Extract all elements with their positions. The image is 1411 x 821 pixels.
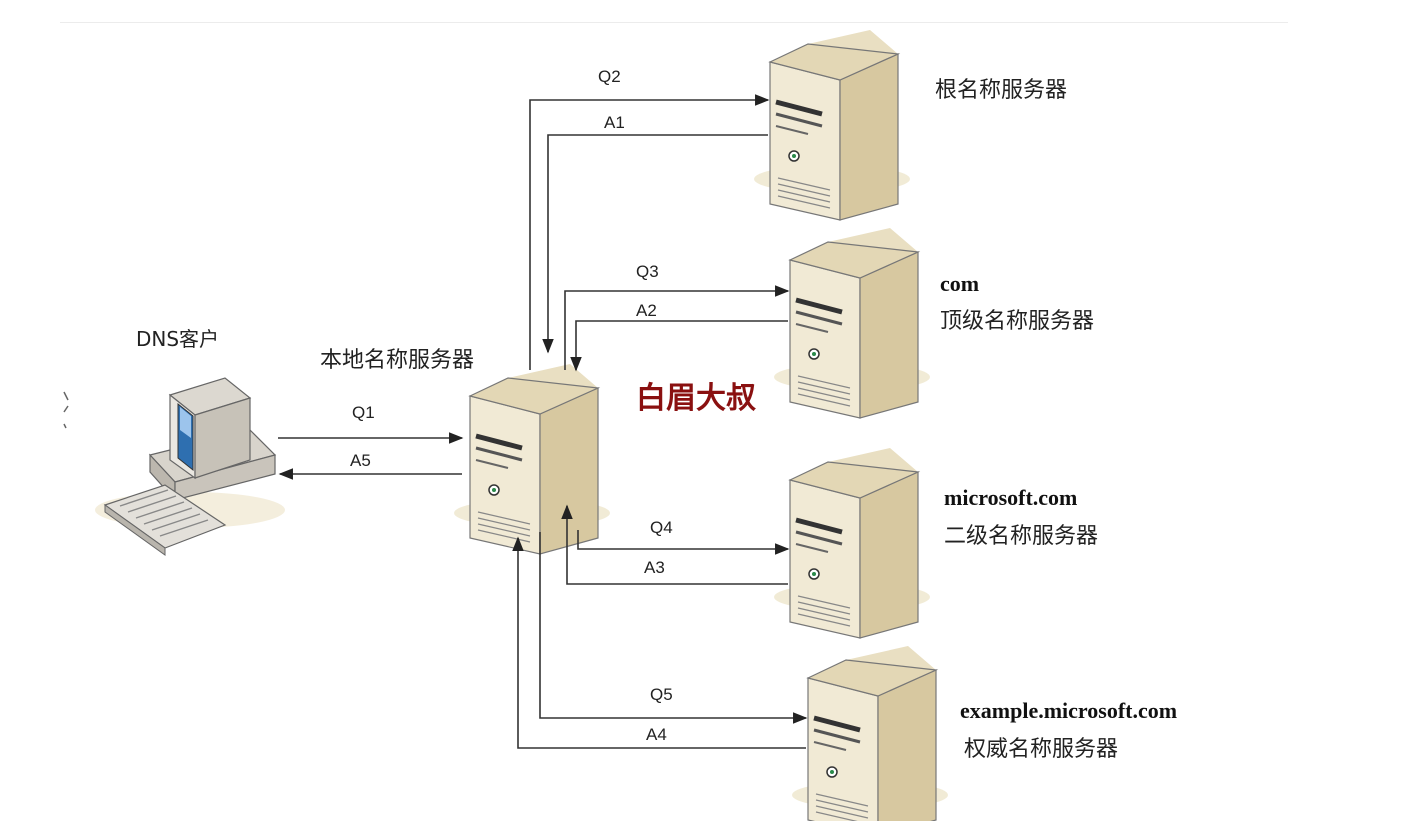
watermark-text: 白眉大叔: [636, 381, 756, 416]
local-server-label: 本地名称服务器: [320, 348, 474, 373]
a2-arrow: [570, 320, 788, 372]
local-server-icon: [454, 364, 610, 554]
a2-label: A2: [636, 301, 657, 320]
q3-arrow: [564, 285, 790, 370]
root-server-icon: [754, 30, 910, 220]
q2-arrow: [529, 94, 770, 370]
a4-arrow: [512, 536, 806, 749]
q4-label: Q4: [650, 518, 673, 537]
edge-artifact: [63, 391, 69, 429]
tld-domain-label: com: [940, 271, 979, 296]
q1-label: Q1: [352, 403, 375, 422]
q5-arrow: [539, 532, 808, 724]
second-level-domain-label: microsoft.com: [944, 485, 1077, 510]
authoritative-domain-label: example.microsoft.com: [960, 698, 1177, 723]
a3-label: A3: [644, 558, 665, 577]
dns-client-computer-icon: [95, 377, 285, 556]
a1-label: A1: [604, 113, 625, 132]
second-level-server-icon: [774, 448, 930, 638]
q4-arrow: [577, 530, 790, 555]
second-level-server-label: 二级名称服务器: [944, 524, 1098, 549]
q3-label: Q3: [636, 262, 659, 281]
root-server-label: 根名称服务器: [935, 78, 1067, 103]
tld-server-label: 顶级名称服务器: [940, 309, 1094, 334]
authoritative-server-icon: [792, 646, 948, 821]
tld-server-icon: [774, 228, 930, 418]
a4-label: A4: [646, 725, 667, 744]
authoritative-server-label: 权威名称服务器: [964, 737, 1118, 762]
a3-arrow: [561, 504, 788, 585]
q5-label: Q5: [650, 685, 673, 704]
dns-client-label: DNS客户: [136, 327, 219, 351]
top-divider: [60, 22, 1288, 23]
a1-arrow: [542, 134, 768, 354]
q2-label: Q2: [598, 67, 621, 86]
a5-label: A5: [350, 451, 371, 470]
